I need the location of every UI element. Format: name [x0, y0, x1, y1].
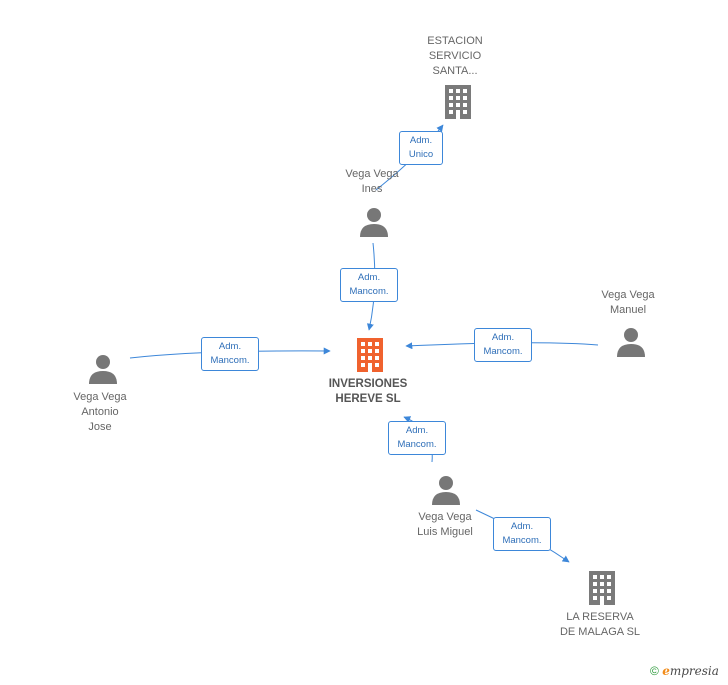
main-company-label: INVERSIONES HEREVE SL	[328, 378, 408, 405]
person-icon[interactable]	[360, 207, 388, 242]
main-building-icon[interactable]	[355, 338, 385, 377]
edge-label-manuel-main[interactable]: Adm. Mancom.	[474, 328, 532, 362]
building-icon[interactable]	[443, 85, 473, 124]
person-label-antonio: Vega Vega Antonio Jose	[73, 391, 127, 433]
brand-initial: e	[662, 664, 670, 678]
building-icon[interactable]	[587, 571, 617, 610]
person-label-ines: Vega Vega Ines	[345, 168, 399, 195]
edge-label-ines-main[interactable]: Adm. Mancom.	[340, 268, 398, 302]
edge-label-antonio-main[interactable]: Adm. Mancom.	[201, 337, 259, 371]
person-icon[interactable]	[617, 327, 645, 362]
person-icon[interactable]	[89, 354, 117, 389]
edge-label-ines-estacion[interactable]: Adm. Unico	[399, 131, 443, 165]
company-label-estacion: ESTACION SERVICIO SANTA...	[427, 35, 483, 77]
person-label-manuel: Vega Vega Manuel	[601, 289, 655, 316]
brand-watermark: © empresia	[650, 664, 719, 678]
brand-name: mpresia	[669, 664, 719, 678]
copyright-icon: ©	[650, 664, 659, 678]
person-label-luis: Vega Vega Luis Miguel	[417, 511, 473, 538]
company-label-reserva: LA RESERVA DE MALAGA SL	[559, 611, 641, 638]
edge-label-luis-reserva[interactable]: Adm. Mancom.	[493, 517, 551, 551]
person-icon[interactable]	[432, 475, 460, 510]
edge-label-luis-main[interactable]: Adm. Mancom.	[388, 421, 446, 455]
